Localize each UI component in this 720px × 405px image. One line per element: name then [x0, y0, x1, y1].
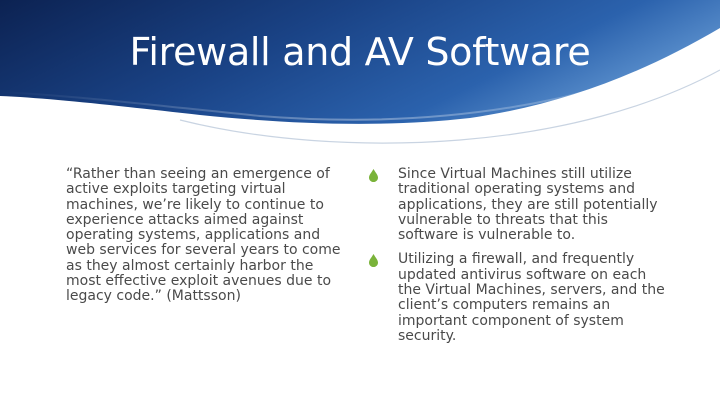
header-banner — [0, 0, 720, 144]
bullet-item: Since Virtual Machines still utilize tra… — [367, 166, 667, 244]
bullet-text: Utilizing a firewall, and frequently upd… — [398, 251, 665, 344]
right-column: Since Virtual Machines still utilize tra… — [367, 166, 667, 353]
droplet-icon — [369, 254, 378, 268]
header-wave-highlight — [0, 39, 720, 121]
header-wave-line — [179, 69, 720, 144]
bullet-list: Since Virtual Machines still utilize tra… — [367, 166, 667, 344]
quote-text: “Rather than seeing an emergence of acti… — [66, 166, 341, 305]
header-shape — [0, 0, 720, 124]
droplet-icon — [369, 169, 378, 182]
slide-title: Firewall and AV Software — [129, 30, 591, 74]
left-column: “Rather than seeing an emergence of acti… — [66, 166, 348, 305]
bullet-text: Since Virtual Machines still utilize tra… — [398, 166, 658, 244]
bullet-item: Utilizing a firewall, and frequently upd… — [367, 252, 667, 344]
